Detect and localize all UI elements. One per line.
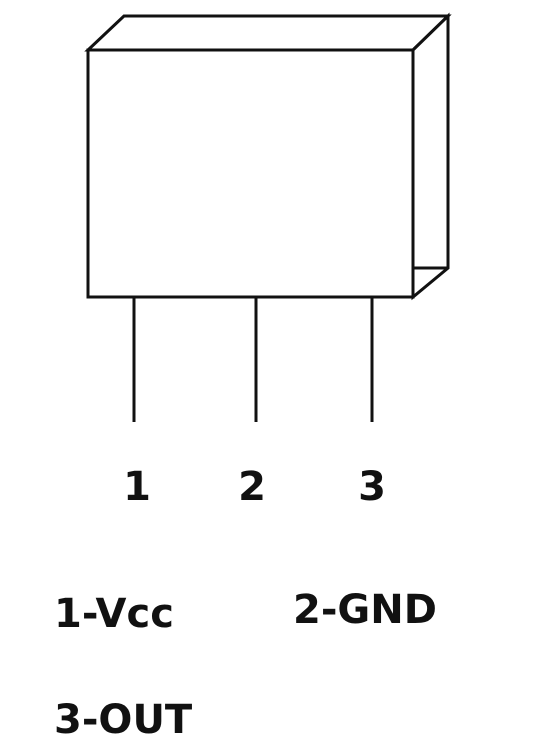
component-body	[86, 48, 415, 299]
legend-pin-3-out: 3-OUT	[54, 697, 193, 743]
pin-number-3: 3	[358, 464, 386, 510]
legend-pin-1-vcc: 1-Vcc	[54, 591, 174, 637]
pin-number-2: 2	[238, 464, 266, 510]
pin-number-1: 1	[123, 464, 151, 510]
legend-pin-2-gnd: 2-GND	[293, 587, 437, 633]
component-top-face	[84, 14, 452, 52]
component-side-face	[411, 12, 450, 301]
